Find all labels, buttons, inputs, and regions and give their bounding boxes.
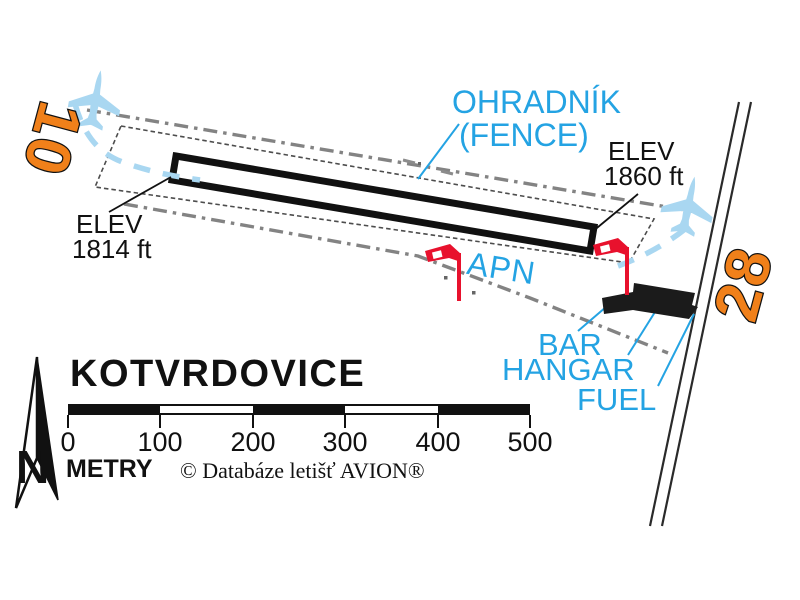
- airfield-title: KOTVRDOVICE: [70, 353, 366, 395]
- scale-tick-label: 300: [322, 427, 368, 457]
- hangar-label: HANGAR: [502, 352, 635, 387]
- leader-hangar: [627, 311, 656, 356]
- terrain-marks: [402, 158, 476, 295]
- scale-tick-label: 500: [507, 427, 553, 457]
- leader-elev-east: [591, 193, 639, 233]
- fence-line: [93, 125, 656, 264]
- windsock-icon-east: [593, 238, 629, 295]
- runway-number-west: 10: [9, 95, 95, 183]
- elev-east-line2: 1860 ft: [604, 161, 684, 191]
- north-arrow-icon: [14, 356, 59, 509]
- scale-tick-label: 400: [415, 427, 461, 457]
- windsock-icon-west: [425, 244, 461, 301]
- scale-tick-label: 200: [230, 427, 276, 457]
- leader-fuel: [657, 313, 695, 387]
- fence-label-line2: (FENCE): [459, 117, 589, 153]
- runway: [167, 151, 599, 256]
- elev-east-line1: ELEV: [608, 136, 675, 166]
- scale-tick: [437, 415, 439, 428]
- scale-bar-white-segment: [345, 406, 438, 413]
- scale-tick: [67, 415, 69, 428]
- elev-west-line1: ELEV: [76, 209, 143, 239]
- leader-bar: [577, 306, 607, 332]
- boundary-dashdot-south: [123, 202, 669, 355]
- airplane-icon-east: [660, 176, 713, 237]
- scale-tick: [344, 415, 346, 428]
- north-label: N: [16, 441, 50, 493]
- fuel-label: FUEL: [577, 382, 657, 417]
- circuit-path-west: [72, 103, 201, 183]
- scale-tick: [529, 415, 531, 428]
- scale-unit-label: METRY: [66, 455, 153, 483]
- airplane-icon-west: [67, 70, 121, 131]
- scale-tick-label: 100: [137, 427, 183, 457]
- scale-tick: [252, 415, 254, 428]
- bar-label: BAR: [538, 327, 602, 362]
- scale-bar-white-segment: [160, 406, 253, 413]
- leader-fence: [417, 123, 460, 180]
- scale-bar: [68, 404, 530, 415]
- copyright-text: © Databáze letišť AVION®: [180, 458, 425, 483]
- fence-label-line1: OHRADNÍK: [452, 84, 621, 120]
- road: [648, 101, 753, 527]
- scale-tick: [159, 415, 161, 428]
- leader-elev-west: [108, 176, 172, 213]
- runway-number-east: 28: [701, 240, 787, 328]
- scale-tick-label: 0: [60, 427, 76, 457]
- elev-west-line2: 1814 ft: [72, 234, 152, 264]
- hangar-buildings: [602, 283, 698, 319]
